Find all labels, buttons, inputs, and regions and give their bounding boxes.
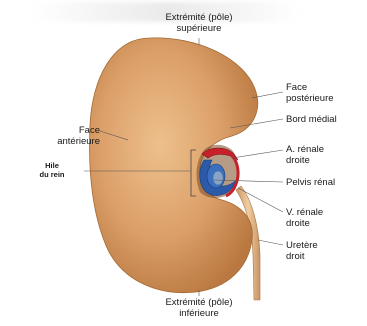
medial-border-label: Bord médial [286,114,337,125]
anterior-face-label: Face antérieure [22,125,100,147]
renal-pelvis-shape [213,171,223,185]
hilum-line1: Hile [22,161,82,170]
posterior-face-line2: postérieure [286,93,334,104]
renal-pelvis-text: Pelvis rénal [286,177,335,188]
top-pole-label: Extrémité (pôle) supérieure [148,12,250,34]
renal-vein-line1: V. rénale [286,207,323,218]
renal-artery-label: A. rénale droite [286,144,324,166]
renal-vein-line2: droite [286,218,323,229]
posterior-face-label: Face postérieure [286,82,334,104]
anterior-face-line1: Face [22,125,100,136]
bottom-pole-line2: inférieure [148,308,250,319]
renal-vein-label: V. rénale droite [286,207,323,229]
bottom-pole-label: Extrémité (pôle) inférieure [148,297,250,319]
top-pole-line2: supérieure [148,23,250,34]
anterior-face-line2: antérieure [22,136,100,147]
bottom-pole-line1: Extrémité (pôle) [148,297,250,308]
medial-border-text: Bord médial [286,114,337,125]
top-pole-line1: Extrémité (pôle) [148,12,250,23]
renal-artery-line2: droite [286,155,324,166]
hilum-line2: du rein [22,170,82,179]
renal-pelvis-label: Pelvis rénal [286,177,335,188]
ureter-label: Uretère droit [286,240,318,262]
renal-artery-line1: A. rénale [286,144,324,155]
hilum-label: Hile du rein [22,161,82,179]
posterior-face-line1: Face [286,82,334,93]
ureter-line2: droit [286,251,318,262]
ureter-line1: Uretère [286,240,318,251]
